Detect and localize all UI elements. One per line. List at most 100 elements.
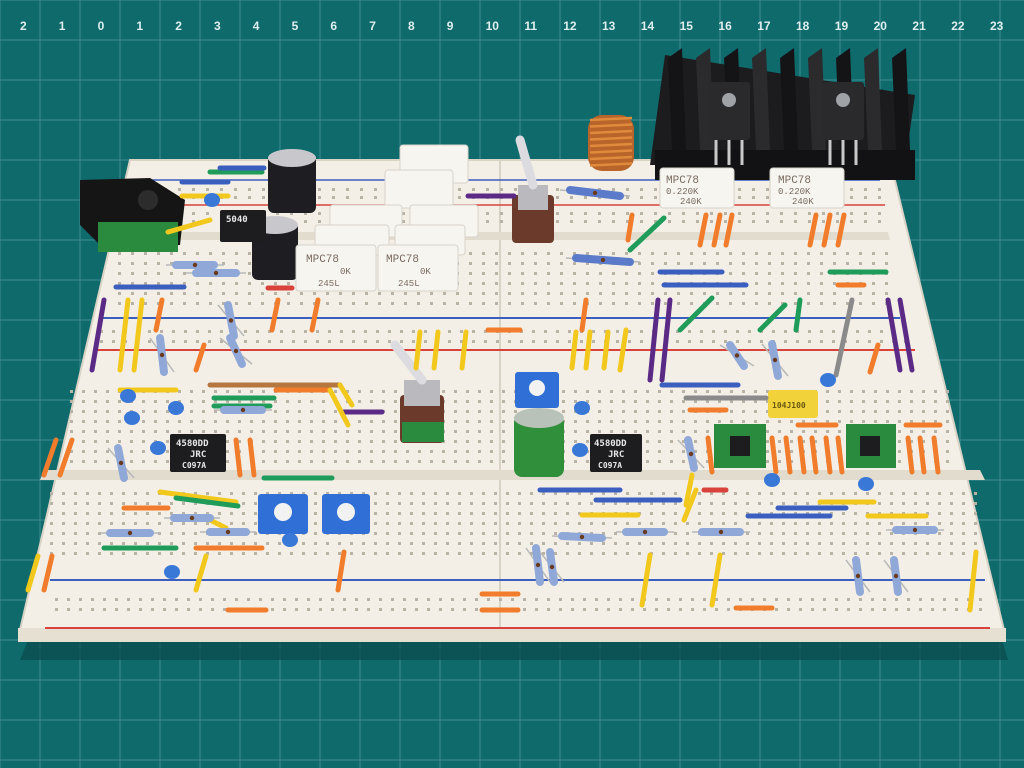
hole xyxy=(554,502,557,505)
hole xyxy=(835,598,838,601)
resistor-band xyxy=(118,460,124,466)
hole xyxy=(322,460,325,463)
hole xyxy=(248,302,251,305)
hole xyxy=(94,460,97,463)
hole xyxy=(298,450,301,453)
hole xyxy=(166,460,169,463)
hole xyxy=(782,532,785,535)
hole xyxy=(724,340,727,343)
hole xyxy=(836,220,839,223)
hole xyxy=(544,330,547,333)
hole xyxy=(74,532,77,535)
hole xyxy=(674,552,677,555)
hole xyxy=(574,420,577,423)
hole xyxy=(864,188,867,191)
coil-turn xyxy=(589,116,633,122)
hole xyxy=(166,430,169,433)
hole xyxy=(127,608,130,611)
jumper-wire xyxy=(723,212,735,248)
hole xyxy=(220,330,223,333)
hole xyxy=(830,522,833,525)
hole xyxy=(166,420,169,423)
hole xyxy=(578,522,581,525)
hole xyxy=(722,492,725,495)
hole xyxy=(506,492,509,495)
hole xyxy=(778,450,781,453)
resistor-band xyxy=(213,270,219,276)
hole xyxy=(664,252,667,255)
hole xyxy=(286,420,289,423)
hole xyxy=(235,292,238,295)
hole xyxy=(346,460,349,463)
hole xyxy=(602,542,605,545)
jumper-wire xyxy=(459,329,469,371)
hole xyxy=(412,330,415,333)
hole xyxy=(859,302,862,305)
hole xyxy=(842,512,845,515)
hole xyxy=(287,292,290,295)
hole xyxy=(283,598,286,601)
hole xyxy=(134,512,137,515)
hole xyxy=(319,608,322,611)
hole xyxy=(482,512,485,515)
hole xyxy=(475,608,478,611)
hole xyxy=(768,292,771,295)
hole xyxy=(578,512,581,515)
hole xyxy=(590,522,593,525)
hole xyxy=(634,410,637,413)
hole xyxy=(670,400,673,403)
hole xyxy=(338,542,341,545)
hole xyxy=(530,522,533,525)
hole xyxy=(662,552,665,555)
hole xyxy=(602,502,605,505)
hole xyxy=(157,252,160,255)
resistor-band xyxy=(127,530,133,536)
hole xyxy=(856,330,859,333)
hole xyxy=(902,542,905,545)
hole xyxy=(854,512,857,515)
electrolytic-cap-top xyxy=(268,149,316,213)
hole xyxy=(374,512,377,515)
hole xyxy=(106,450,109,453)
jumper-wire xyxy=(967,549,979,613)
hole xyxy=(729,302,732,305)
hole xyxy=(382,390,385,393)
hole xyxy=(355,608,358,611)
hole xyxy=(100,330,103,333)
hole xyxy=(326,542,329,545)
ceramic-cap xyxy=(572,443,588,457)
hole xyxy=(50,522,53,525)
hole xyxy=(890,552,893,555)
hole xyxy=(554,542,557,545)
hole xyxy=(886,420,889,423)
hole xyxy=(742,390,745,393)
hole xyxy=(157,272,160,275)
hole xyxy=(518,542,521,545)
hole xyxy=(950,502,953,505)
hole xyxy=(130,460,133,463)
hole xyxy=(833,302,836,305)
hole xyxy=(586,400,589,403)
hole xyxy=(781,272,784,275)
hole xyxy=(254,512,257,515)
hole xyxy=(98,522,101,525)
hole xyxy=(326,302,329,305)
hole xyxy=(94,450,97,453)
hole xyxy=(62,492,65,495)
hole xyxy=(158,512,161,515)
hole xyxy=(262,420,265,423)
hole xyxy=(262,188,265,191)
ceramic-cap xyxy=(282,533,298,547)
hole xyxy=(573,302,576,305)
hole xyxy=(794,492,797,495)
hole xyxy=(578,502,581,505)
hole xyxy=(634,430,637,433)
hole xyxy=(962,502,965,505)
hole xyxy=(506,532,509,535)
hole xyxy=(430,460,433,463)
hole xyxy=(679,608,682,611)
hole xyxy=(131,302,134,305)
hole xyxy=(724,220,727,223)
hole xyxy=(818,542,821,545)
hole xyxy=(768,262,771,265)
